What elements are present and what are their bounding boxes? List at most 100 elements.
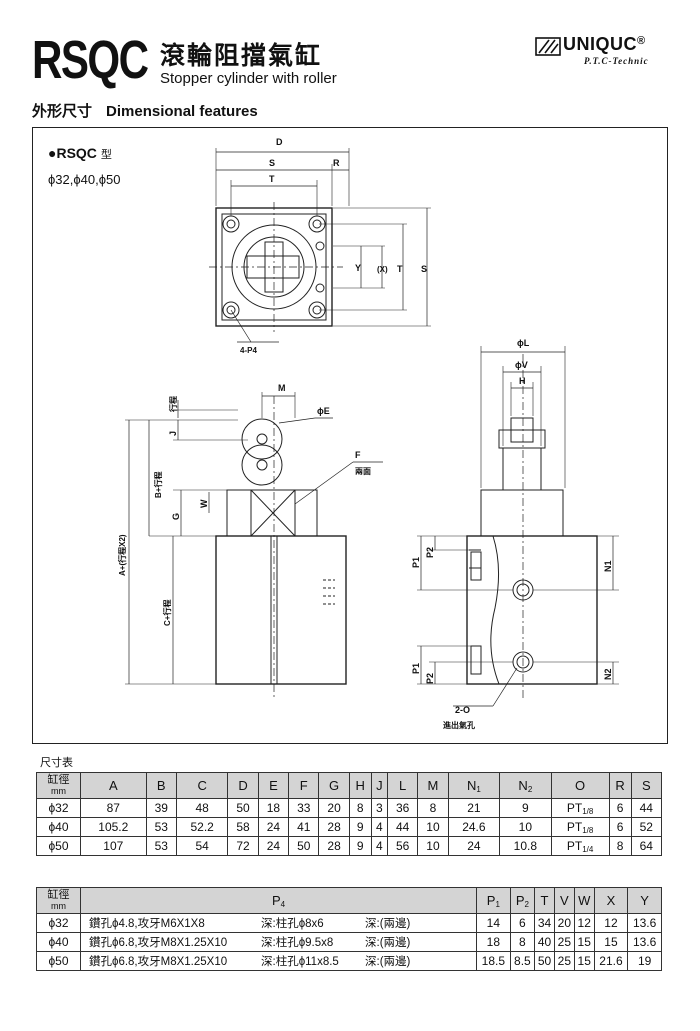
table-cell: 15 bbox=[573, 932, 595, 952]
dim-label-phil: ϕL bbox=[517, 338, 530, 348]
dim-label-w: W bbox=[199, 499, 209, 508]
dim-label-p2-top: P2 bbox=[425, 547, 435, 558]
column-header-s: S bbox=[630, 772, 663, 799]
column-header-g: G bbox=[318, 772, 350, 799]
bore-list: ϕ32,ϕ40,ϕ50 bbox=[48, 172, 121, 187]
table-cell: 10 bbox=[417, 836, 449, 856]
column-header-n2: N2 bbox=[499, 772, 552, 799]
table-cell: 41 bbox=[288, 817, 320, 837]
top-view bbox=[209, 148, 431, 343]
table-cell: 6 bbox=[509, 913, 536, 933]
table-cell: 24 bbox=[257, 817, 290, 837]
column-header-l: L bbox=[386, 772, 419, 799]
table-cell: 20 bbox=[318, 798, 350, 818]
brand-logo-icon bbox=[535, 37, 561, 56]
table-cell: 8 bbox=[608, 836, 632, 856]
dim-label-port: 2-O bbox=[455, 705, 470, 715]
table-cell: 12 bbox=[573, 913, 595, 933]
table-cell: 107 bbox=[80, 836, 147, 856]
dim-label-s-right: S bbox=[421, 264, 427, 274]
column-header-d: D bbox=[227, 772, 259, 799]
dim-label-c-stroke: C+行程 bbox=[162, 600, 172, 626]
column-header-m: M bbox=[417, 772, 449, 799]
table-cell: 25 bbox=[553, 951, 575, 971]
column-header-f: F bbox=[288, 772, 320, 799]
column-header-y: Y bbox=[627, 887, 662, 914]
table-cell: 58 bbox=[227, 817, 259, 837]
table-cell: 18 bbox=[257, 798, 290, 818]
table-cell: 15 bbox=[573, 951, 595, 971]
dim-label-s: S bbox=[269, 158, 275, 168]
column-header-b: B bbox=[145, 772, 177, 799]
column-header-p4: P4 bbox=[80, 887, 477, 914]
table-cell: 50 bbox=[227, 798, 259, 818]
table-cell: 20 bbox=[553, 913, 575, 933]
bore-cell: ϕ50 bbox=[36, 951, 81, 971]
table-cell: 18.5 bbox=[476, 951, 511, 971]
dim-label-phie: ϕE bbox=[317, 406, 330, 416]
dim-label-b-stroke: B+行程 bbox=[153, 472, 163, 498]
dim-label-g: G bbox=[171, 513, 181, 520]
dim-label-p1-top: P1 bbox=[411, 557, 421, 568]
model-code: RSQC bbox=[32, 30, 149, 90]
dim-label-r: R bbox=[333, 158, 340, 168]
dim-label-n1: N1 bbox=[603, 560, 613, 572]
table-cell: 72 bbox=[227, 836, 259, 856]
bore-cell: ϕ50 bbox=[36, 836, 81, 856]
table-cell: 52 bbox=[630, 817, 663, 837]
dim-label-f: F bbox=[355, 450, 361, 460]
dim-label-phiv: ϕV bbox=[515, 360, 528, 370]
table-cell: 40 bbox=[534, 932, 555, 952]
column-header-r: R bbox=[608, 772, 632, 799]
table-cell: 50 bbox=[288, 836, 320, 856]
table-caption: 尺寸表 bbox=[40, 756, 73, 769]
table-cell: 12 bbox=[593, 913, 629, 933]
bore-cell: ϕ40 bbox=[36, 932, 81, 952]
table-cell: 52.2 bbox=[175, 817, 229, 837]
table-cell: 39 bbox=[145, 798, 177, 818]
dim-label-f-note: 兩面 bbox=[355, 467, 371, 476]
dim-label-y: Y bbox=[355, 263, 361, 273]
table-cell: 4 bbox=[370, 836, 388, 856]
table-cell: 28 bbox=[318, 836, 350, 856]
page-header: RSQC 滾輪阻擋氣缸 Stopper cylinder with roller… bbox=[0, 0, 700, 92]
table-cell: 6 bbox=[608, 798, 632, 818]
table-cell: PT1/4 bbox=[550, 836, 610, 856]
dim-label-h: H bbox=[519, 376, 526, 386]
bore-cell: ϕ32 bbox=[36, 913, 81, 933]
dim-label-p1-bottom: P1 bbox=[411, 663, 421, 674]
drawing-frame: D S R T Y (X) T S 4-P4 bbox=[32, 127, 668, 744]
dim-label-port-note: 進出氣孔 bbox=[443, 720, 475, 730]
table-cell: 15 bbox=[593, 932, 629, 952]
column-header-v: V bbox=[553, 887, 575, 914]
table-cell: 44 bbox=[630, 798, 663, 818]
table-cell: 13.6 bbox=[627, 932, 662, 952]
table-cell: 25 bbox=[553, 932, 575, 952]
table-cell: 9 bbox=[348, 836, 372, 856]
dim-label-p2-bottom: P2 bbox=[425, 673, 435, 684]
table-cell: 8 bbox=[509, 932, 536, 952]
table-cell: 9 bbox=[499, 798, 552, 818]
front-view bbox=[125, 392, 383, 698]
table-cell: 36 bbox=[386, 798, 419, 818]
table-cell: 24.6 bbox=[447, 817, 501, 837]
technical-drawing: D S R T Y (X) T S 4-P4 bbox=[117, 137, 619, 730]
bore-cell: ϕ40 bbox=[36, 817, 81, 837]
table-cell: 28 bbox=[318, 817, 350, 837]
p4-part: 深:柱孔ϕ8x6 bbox=[261, 918, 324, 930]
dim-label-4p4: 4-P4 bbox=[240, 346, 257, 355]
table-cell: 10.8 bbox=[499, 836, 552, 856]
table-cell: 6 bbox=[608, 817, 632, 837]
title-english: Stopper cylinder with roller bbox=[160, 70, 337, 87]
table-cell: 87 bbox=[80, 798, 147, 818]
p4-part: 深:(兩邊) bbox=[365, 937, 411, 949]
